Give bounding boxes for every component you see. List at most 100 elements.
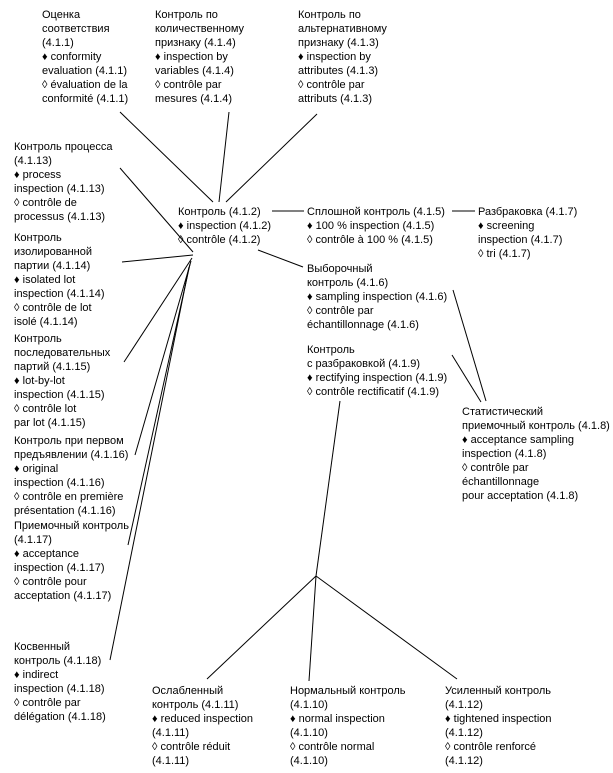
- term-line: ◊ tri (4.1.7): [478, 248, 531, 260]
- edge-sampling-inspection-to-acceptance-sampling: [452, 289, 487, 402]
- term-line: Контроль по: [155, 9, 218, 21]
- node-tightened-inspection: Усиленный контроль (4.1.12) ♦ tightened in…: [445, 684, 552, 768]
- term-line: présentation (4.1.16): [14, 505, 116, 517]
- term-line: ◊ contrôle de: [14, 197, 77, 209]
- term-line: Разбраковка (4.1.7): [478, 206, 578, 218]
- edge-inspection-to-sampling-inspection: [257, 249, 304, 268]
- term-line: (4.1.10): [290, 755, 328, 767]
- term-line: pour acceptation (4.1.8): [462, 490, 579, 502]
- term-line: processus (4.1.13): [14, 211, 106, 223]
- edge-inspection-by-variables-to-inspection: [218, 111, 230, 203]
- node-acceptance-sampling-inspection: Статистический приемочный контроль (4.1.8…: [462, 405, 610, 503]
- term-line: Нормальный контроль: [290, 685, 406, 697]
- term-line: Статистический: [462, 406, 544, 418]
- term-line: Контроль процесса: [14, 141, 113, 153]
- term-line: inspection (4.1.13): [14, 183, 105, 195]
- term-line: Усиленный контроль: [445, 685, 551, 697]
- term-line: ◊ contrôle pour: [14, 576, 87, 588]
- term-line: ♦ original: [14, 463, 59, 475]
- term-line: ♦ inspection (4.1.2): [178, 220, 272, 232]
- term-line: échantillonnage: [462, 476, 540, 488]
- term-line: délégation (4.1.18): [14, 711, 106, 723]
- term-line: ◊ contrôle (4.1.2): [178, 234, 261, 246]
- term-line: ◊ contrôle lot: [14, 403, 77, 415]
- term-line: ◊ contrôle par: [462, 462, 529, 474]
- term-line: ♦ conformity: [42, 51, 102, 63]
- term-line: isolé (4.1.14): [14, 316, 78, 328]
- node-normal-inspection: Нормальный контроль (4.1.10) ♦ normal insp…: [290, 684, 406, 768]
- term-line: последовательных: [14, 347, 111, 359]
- edge-junction-to-normal-inspection: [308, 575, 317, 682]
- term-line: inspection (4.1.15): [14, 389, 105, 401]
- term-line: ◊ contrôle de lot: [14, 302, 92, 314]
- edge-conformity-evaluation-to-inspection: [119, 111, 214, 203]
- term-line: признаку (4.1.4): [155, 37, 236, 49]
- term-line: (4.1.12): [445, 699, 483, 711]
- term-line: ◊ contrôle par: [307, 305, 374, 317]
- term-line: партий (4.1.15): [14, 361, 91, 373]
- term-line: ◊ contrôle normal: [290, 741, 375, 753]
- edge-lot-by-lot-inspection-to-inspection: [123, 257, 193, 363]
- term-line: Контроль: [14, 333, 62, 345]
- term-line: ♦ inspection by: [155, 51, 228, 63]
- term-line: (4.1.10): [290, 699, 328, 711]
- term-line: ♦ lot-by-lot: [14, 375, 65, 387]
- edge-rectifying-inspection-to-acceptance-sampling: [451, 354, 482, 403]
- edge-isolated-lot-inspection-to-inspection: [121, 254, 194, 263]
- edge-indirect-inspection-to-inspection: [109, 266, 190, 661]
- term-line: mesures (4.1.4): [155, 93, 233, 105]
- term-line: ♦ isolated lot: [14, 274, 76, 286]
- term-line: с разбраковкой (4.1.9): [307, 358, 421, 370]
- node-lot-by-lot-inspection: Контроль последовательных партий (4.1.15) ♦…: [14, 332, 110, 430]
- term-line: conformité (4.1.1): [42, 93, 129, 105]
- term-line: признаку (4.1.3): [298, 37, 379, 49]
- edge-original-inspection-to-inspection: [134, 260, 192, 456]
- term-line: evaluation (4.1.1): [42, 65, 127, 77]
- term-line: variables (4.1.4): [155, 65, 234, 77]
- term-line: контроль (4.1.18): [14, 655, 102, 667]
- edge-inspection-by-attributes-to-inspection: [225, 113, 318, 203]
- term-line: ◊ contrôle réduit: [152, 741, 231, 753]
- term-line: (4.1.17): [14, 534, 52, 546]
- node-inspection-central: Контроль (4.1.2) ♦ inspection (4.1.2) ◊ co…: [178, 205, 271, 247]
- term-line: контроль (4.1.6): [307, 277, 389, 289]
- term-line: ♦ acceptance sampling: [462, 434, 575, 446]
- term-line: ♦ reduced inspection: [152, 713, 254, 725]
- term-line: inspection (4.1.8): [462, 448, 547, 460]
- term-line: Контроль при первом: [14, 435, 124, 447]
- term-line: приемочный контроль (4.1.8): [462, 420, 610, 432]
- term-line: inspection (4.1.18): [14, 683, 105, 695]
- edge-acceptance-inspection-to-inspection: [127, 263, 191, 546]
- term-line: Контроль: [307, 344, 355, 356]
- edge-junction-up: [315, 400, 341, 577]
- term-line: изолированной: [14, 246, 92, 258]
- term-line: соответствия: [42, 23, 110, 35]
- term-line: acceptation (4.1.17): [14, 590, 112, 602]
- term-line: ♦ tightened inspection: [445, 713, 552, 725]
- term-line: attributs (4.1.3): [298, 93, 372, 105]
- term-line: Контроль (4.1.2): [178, 206, 261, 218]
- term-line: Косвенный: [14, 641, 71, 653]
- term-line: ◊ contrôle renforcé: [445, 741, 537, 753]
- term-line: ♦ 100 % inspection (4.1.5): [307, 220, 435, 232]
- term-line: ◊ contrôle en première: [14, 491, 124, 503]
- term-line: (4.1.11): [152, 727, 190, 739]
- term-line: ♦ acceptance: [14, 548, 79, 560]
- edge-junction-to-reduced-inspection: [206, 575, 317, 680]
- term-line: партии (4.1.14): [14, 260, 91, 272]
- term-line: par lot (4.1.15): [14, 417, 86, 429]
- term-line: inspection (4.1.17): [14, 562, 105, 574]
- edge-junction-to-tightened-inspection: [315, 575, 458, 680]
- term-line: ♦ screening: [478, 220, 535, 232]
- term-line: ♦ normal inspection: [290, 713, 385, 725]
